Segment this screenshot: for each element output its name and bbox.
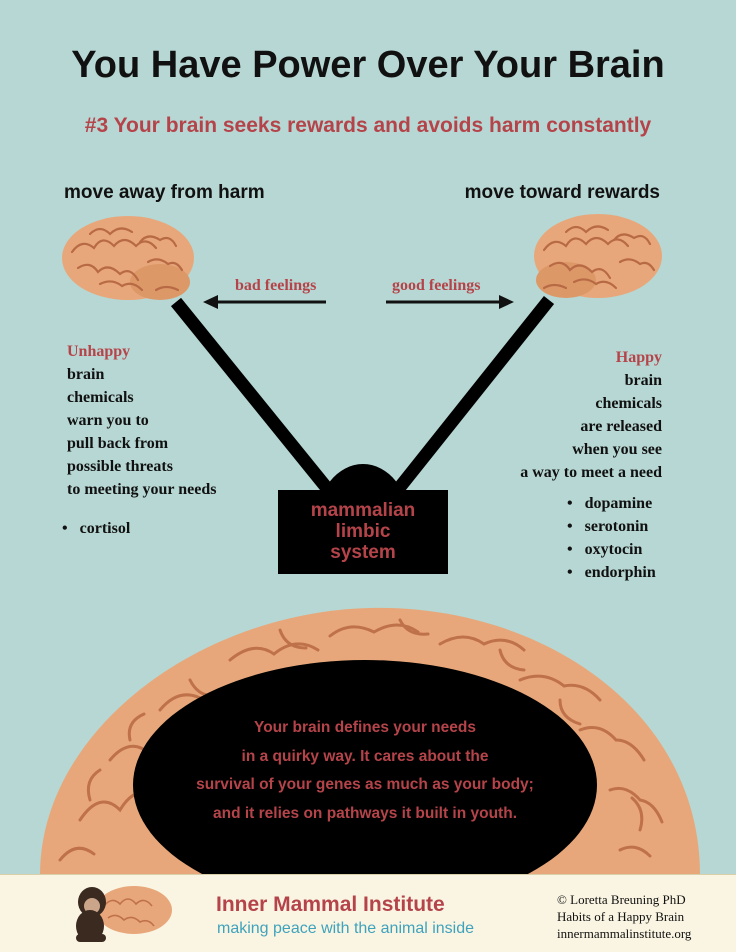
limbic-system-box bbox=[278, 490, 448, 574]
limbic-line: mammalian bbox=[310, 500, 416, 521]
right-heading: move toward rewards bbox=[464, 182, 660, 203]
credits: © Loretta Breuning PhD Habits of a Happy… bbox=[557, 891, 691, 942]
right-line: chemicals bbox=[595, 395, 662, 412]
good-feelings-arrow bbox=[386, 295, 514, 309]
left-line: chemicals bbox=[67, 389, 134, 406]
bad-feelings-label: bad feelings bbox=[235, 277, 317, 294]
limbic-line: limbic bbox=[335, 521, 391, 542]
message-line: survival of your genes as much as your b… bbox=[196, 776, 534, 793]
bad-feelings-arrow bbox=[203, 295, 326, 309]
right-bullet-list: dopamine serotonin oxytocin endorphin bbox=[567, 492, 656, 584]
right-description: Happy brain chemicals are released when … bbox=[432, 346, 662, 484]
list-item: dopamine bbox=[567, 492, 656, 515]
monkey-brain-logo bbox=[76, 886, 172, 942]
left-bullet-list: cortisol bbox=[62, 517, 131, 540]
left-description: Unhappy brain chemicals warn you to pull… bbox=[67, 340, 297, 501]
message-line: Your brain defines your needs bbox=[254, 719, 476, 736]
happy-label: Happy bbox=[615, 349, 662, 366]
website-link[interactable]: innermammalinstitute.org bbox=[557, 926, 692, 941]
message-line: and it relies on pathways it built in yo… bbox=[213, 804, 517, 822]
limbic-line: system bbox=[330, 542, 396, 563]
right-line: a way to meet a need bbox=[520, 464, 662, 481]
right-brain-image bbox=[534, 214, 662, 298]
institute-name: Inner Mammal Institute bbox=[216, 893, 445, 916]
right-line: brain bbox=[624, 372, 662, 389]
left-line: brain bbox=[67, 366, 105, 383]
message-line: in a quirky way. It cares about the bbox=[241, 747, 489, 765]
institute-tagline: making peace with the animal inside bbox=[217, 920, 475, 937]
book-title: Habits of a Happy Brain bbox=[557, 909, 685, 924]
page-title: You Have Power Over Your Brain bbox=[71, 44, 665, 86]
left-line: possible threats bbox=[67, 458, 173, 475]
left-line: to meeting your needs bbox=[67, 481, 217, 498]
unhappy-label: Unhappy bbox=[67, 343, 131, 360]
list-item: oxytocin bbox=[567, 538, 656, 561]
right-line: when you see bbox=[572, 441, 662, 458]
list-item: serotonin bbox=[567, 515, 656, 538]
right-line: are released bbox=[580, 418, 662, 435]
left-line: pull back from bbox=[67, 435, 169, 452]
message-oval bbox=[133, 660, 597, 910]
list-item: cortisol bbox=[62, 517, 131, 540]
left-brain-image bbox=[62, 216, 194, 300]
message-text: Your brain defines your needs in a quirk… bbox=[150, 714, 580, 828]
left-line: warn you to bbox=[67, 412, 149, 429]
copyright-line: © Loretta Breuning PhD bbox=[557, 892, 686, 907]
good-feelings-label: good feelings bbox=[392, 277, 481, 294]
page-subtitle: #3 Your brain seeks rewards and avoids h… bbox=[84, 114, 652, 137]
left-heading: move away from harm bbox=[64, 182, 265, 203]
limbic-system-label: mammalian limbic system bbox=[278, 500, 448, 563]
list-item: endorphin bbox=[567, 561, 656, 584]
